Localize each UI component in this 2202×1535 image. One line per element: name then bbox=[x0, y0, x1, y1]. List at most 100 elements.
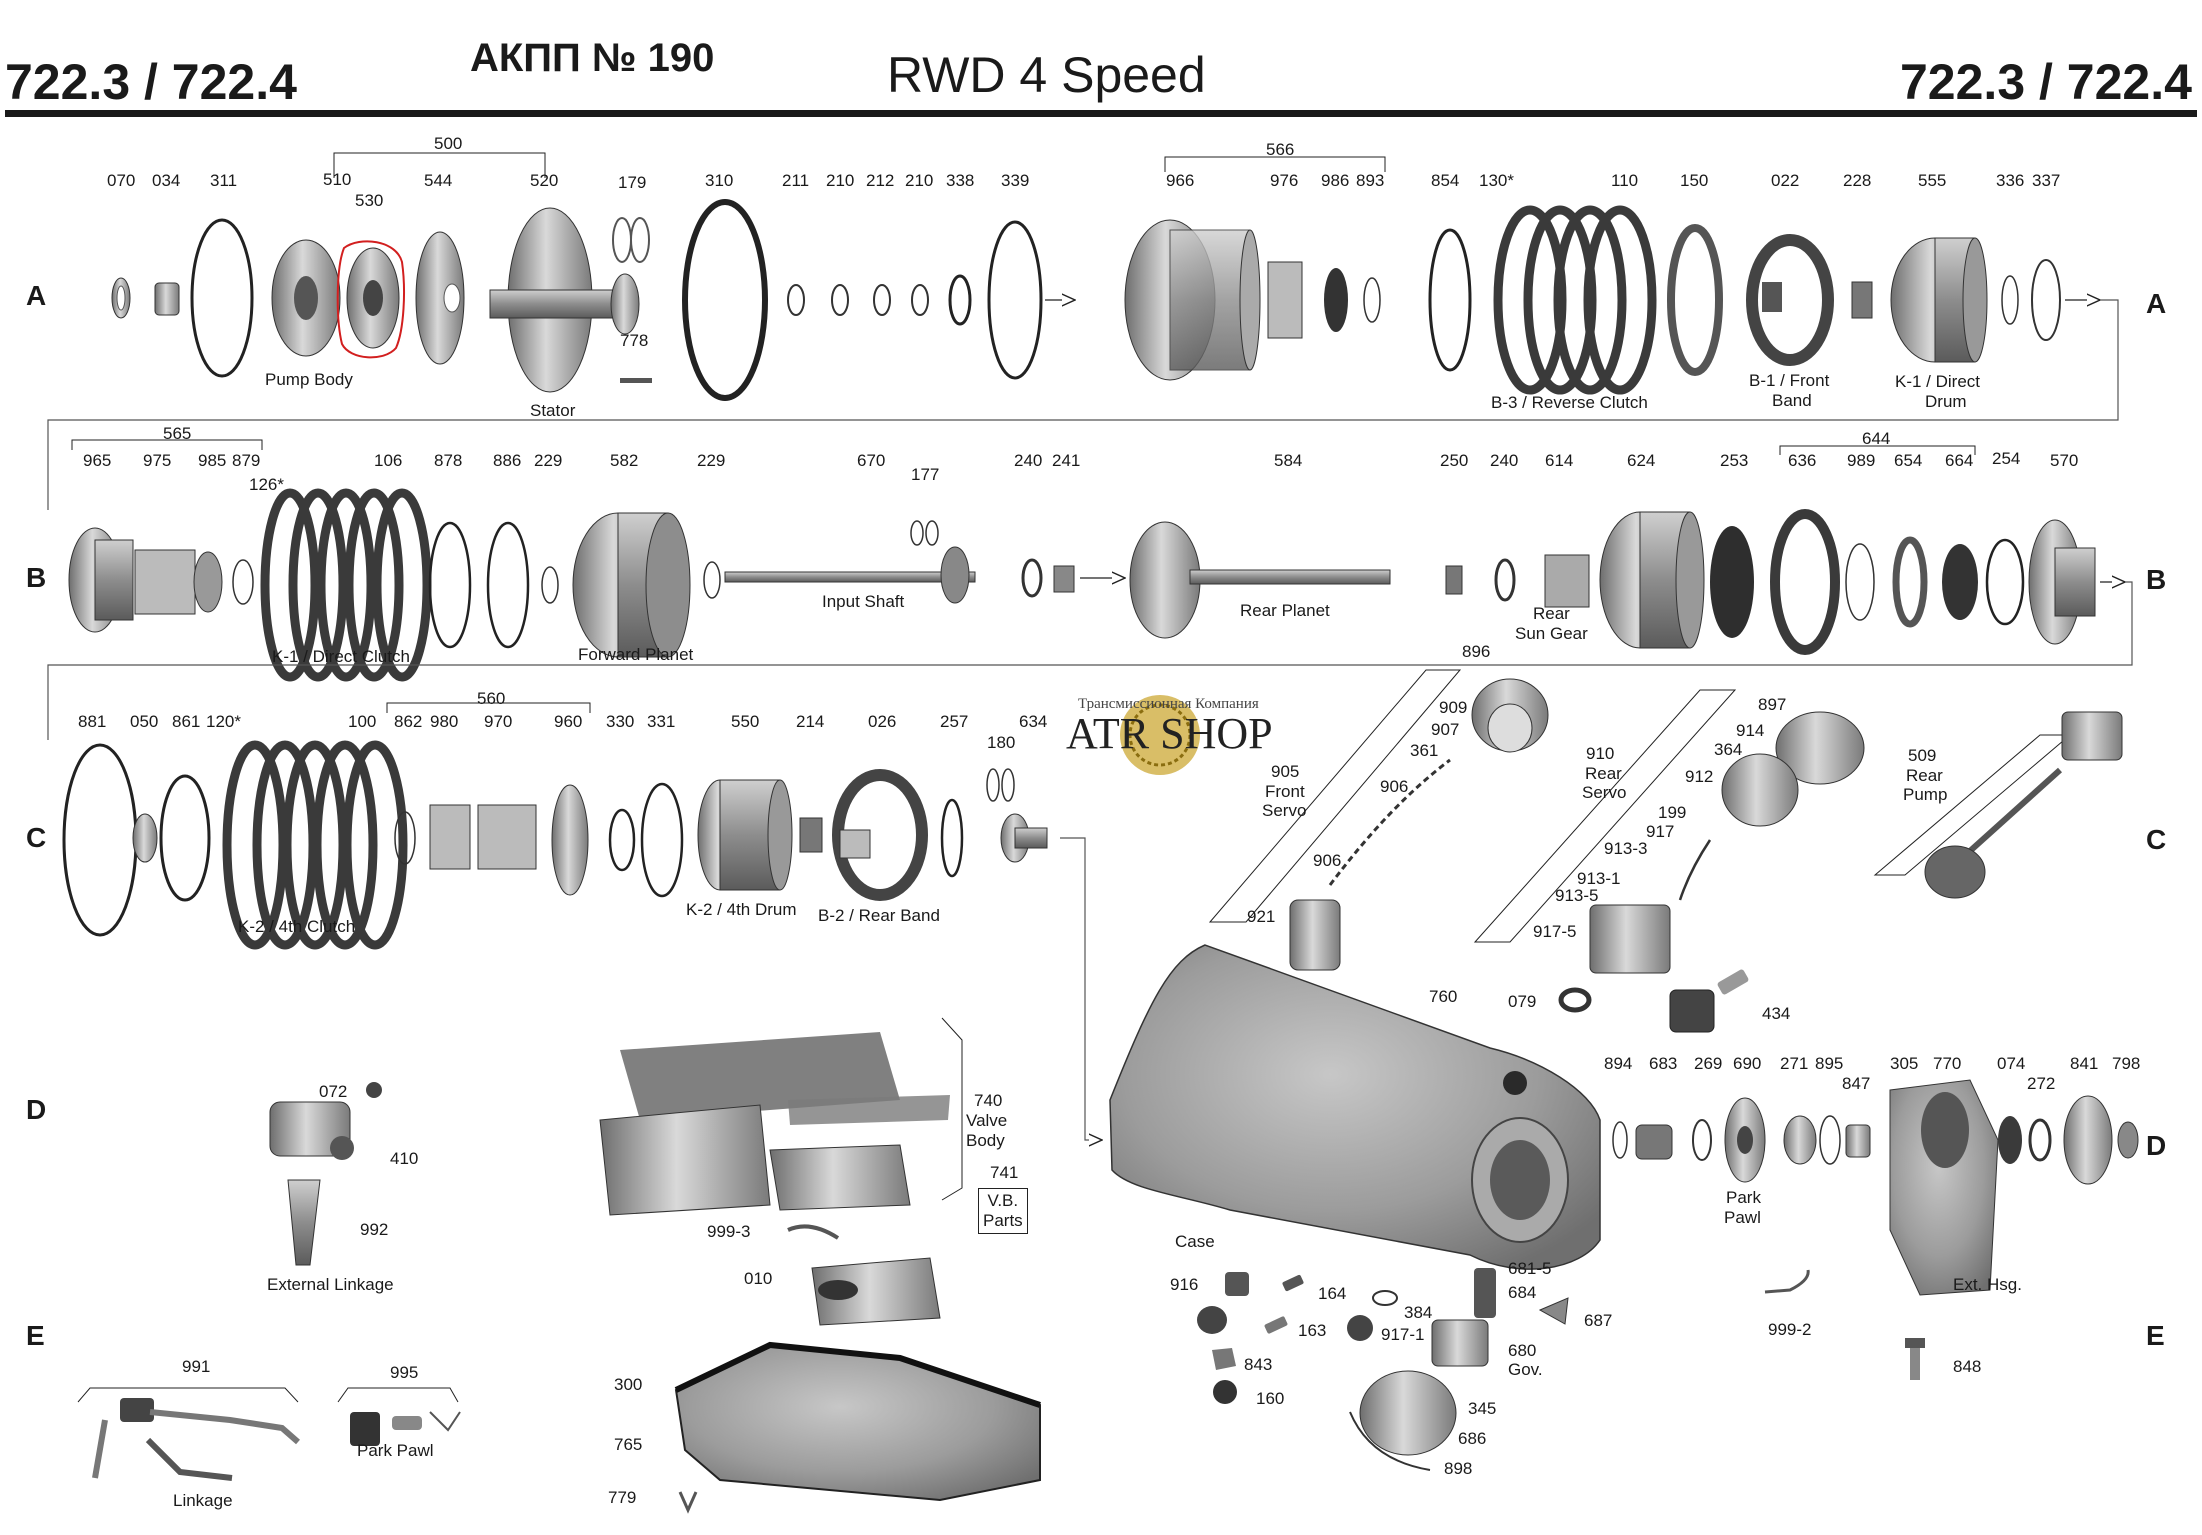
part-847-sleeve bbox=[1845, 1124, 1871, 1158]
akpp-title: АКПП № 190 bbox=[470, 36, 715, 80]
part-770-ext-housing bbox=[1889, 1079, 1999, 1296]
part-778-bolt bbox=[620, 378, 652, 383]
bracket-740 bbox=[941, 1017, 963, 1201]
part-254-ring bbox=[1985, 538, 2025, 626]
part-number-label: 690 bbox=[1733, 1054, 1762, 1073]
part-570-gear bbox=[2028, 519, 2096, 645]
part-number-label: 384 bbox=[1404, 1303, 1433, 1322]
part-214-bearing bbox=[799, 817, 823, 853]
part-544-plate bbox=[415, 231, 465, 365]
label-valve-body-line2: Body bbox=[966, 1131, 1005, 1150]
row-letter-c-left: C bbox=[26, 822, 47, 853]
label-external-linkage: External Linkage bbox=[267, 1275, 394, 1294]
part-410-switch bbox=[269, 1101, 354, 1160]
part-985-bearing bbox=[193, 551, 223, 613]
bracket-500 bbox=[333, 152, 546, 178]
part-number-label: 330 bbox=[606, 712, 635, 731]
part-number-label: 106 bbox=[374, 451, 403, 470]
part-number-label: 976 bbox=[1270, 171, 1299, 190]
part-848-sensor bbox=[1905, 1338, 1925, 1380]
row-letter-d-left: D bbox=[26, 1094, 47, 1125]
part-number-label: 034 bbox=[152, 171, 181, 190]
part-number-label: 916 bbox=[1170, 1275, 1199, 1294]
part-number-label: 345 bbox=[1468, 1399, 1497, 1418]
row-letter-a-right: A bbox=[2146, 288, 2167, 319]
part-number-label: 253 bbox=[1720, 451, 1749, 470]
part-number-label: 565 bbox=[163, 424, 192, 443]
label-gov: Gov. bbox=[1508, 1360, 1543, 1379]
label-ext-hsg: Ext. Hsg. bbox=[1953, 1275, 2022, 1294]
part-number-label: 854 bbox=[1431, 171, 1460, 190]
part-number-label: 913-1 bbox=[1577, 869, 1621, 888]
label-b1-front-band-line1: B-1 / Front bbox=[1749, 371, 1830, 390]
part-number-label: 179 bbox=[618, 173, 647, 192]
part-272-ring bbox=[2028, 1118, 2052, 1162]
part-917-5-lever bbox=[1589, 904, 1671, 974]
row-letter-e-left: E bbox=[26, 1320, 45, 1351]
part-number-label: 917 bbox=[1646, 822, 1675, 841]
part-number-label: 684 bbox=[1508, 1283, 1537, 1302]
label-b1-front-band-line2: Band bbox=[1772, 391, 1812, 410]
part-number-label: 339 bbox=[1001, 171, 1030, 190]
part-number-label: 361 bbox=[1410, 741, 1439, 760]
part-number-label: 520 bbox=[530, 171, 559, 190]
part-number-label: 779 bbox=[608, 1488, 637, 1507]
part-number-label: 120* bbox=[206, 712, 241, 731]
part-878-ring bbox=[428, 521, 472, 649]
part-177-rings bbox=[910, 520, 939, 546]
vb-parts-line2: Parts bbox=[983, 1211, 1023, 1230]
part-number-label: 894 bbox=[1604, 1054, 1633, 1073]
part-634-output bbox=[1000, 813, 1048, 863]
part-164-plug bbox=[1282, 1274, 1304, 1292]
part-331-ring bbox=[640, 782, 684, 898]
part-654-sprag bbox=[1892, 536, 1928, 628]
part-022-front-band bbox=[1746, 234, 1834, 366]
part-337-oring bbox=[2031, 259, 2061, 341]
part-number-label: 337 bbox=[2032, 171, 2061, 190]
label-park-pawl-line2: Pawl bbox=[1724, 1208, 1761, 1227]
part-number-label: 338 bbox=[946, 171, 975, 190]
part-number-label: 898 bbox=[1444, 1459, 1473, 1478]
part-520-stator bbox=[489, 207, 640, 393]
label-pump-body: Pump Body bbox=[265, 370, 353, 389]
part-number-label: 843 bbox=[1244, 1355, 1273, 1374]
part-989-ring bbox=[1845, 543, 1875, 621]
part-number-label: 180 bbox=[987, 733, 1016, 752]
part-895-ring bbox=[1819, 1115, 1841, 1165]
part-number-label: 254 bbox=[1992, 449, 2021, 468]
part-number-label: 010 bbox=[744, 1269, 773, 1288]
part-number-label: 336 bbox=[1996, 171, 2025, 190]
part-number-label: 228 bbox=[1843, 171, 1872, 190]
model-left: 722.3 / 722.4 bbox=[5, 54, 297, 110]
part-number-label: 913-5 bbox=[1555, 886, 1599, 905]
part-number-label: 544 bbox=[424, 171, 453, 190]
part-240b-washer bbox=[1494, 558, 1516, 602]
rear-pump-group bbox=[1873, 711, 2123, 899]
part-999-3-tube bbox=[787, 1224, 840, 1240]
highlight-530-outline bbox=[336, 240, 405, 359]
part-number-label: 271 bbox=[1780, 1054, 1809, 1073]
part-300-gasket-765-pan bbox=[674, 1341, 1041, 1502]
part-879-ring bbox=[232, 559, 254, 605]
part-881-ring bbox=[62, 743, 138, 937]
part-number-label: 770 bbox=[1933, 1054, 1962, 1073]
label-rear-pump-line1: Rear bbox=[1906, 766, 1943, 785]
atr-shop-logo bbox=[1120, 695, 1200, 775]
part-number-label: 163 bbox=[1298, 1321, 1327, 1340]
part-110-clutch-pack bbox=[1493, 205, 1657, 395]
part-number-label: 999-2 bbox=[1768, 1320, 1812, 1339]
model-right: 722.3 / 722.4 bbox=[1900, 54, 2192, 110]
part-number-label: 896 bbox=[1462, 642, 1491, 661]
part-number-label: 026 bbox=[868, 712, 897, 731]
label-k1-direct-drum-line2: Drum bbox=[1925, 392, 1967, 411]
part-976-sprag bbox=[1267, 261, 1303, 339]
part-893-ring bbox=[1363, 277, 1381, 323]
part-229b-ring bbox=[703, 561, 721, 599]
part-229-ring bbox=[541, 566, 559, 604]
part-336-ring bbox=[2001, 275, 2019, 325]
part-number-label: 150 bbox=[1680, 171, 1709, 190]
part-986-washer bbox=[1324, 268, 1348, 332]
label-input-shaft: Input Shaft bbox=[822, 592, 905, 611]
part-number-label: 741 bbox=[990, 1163, 1019, 1182]
